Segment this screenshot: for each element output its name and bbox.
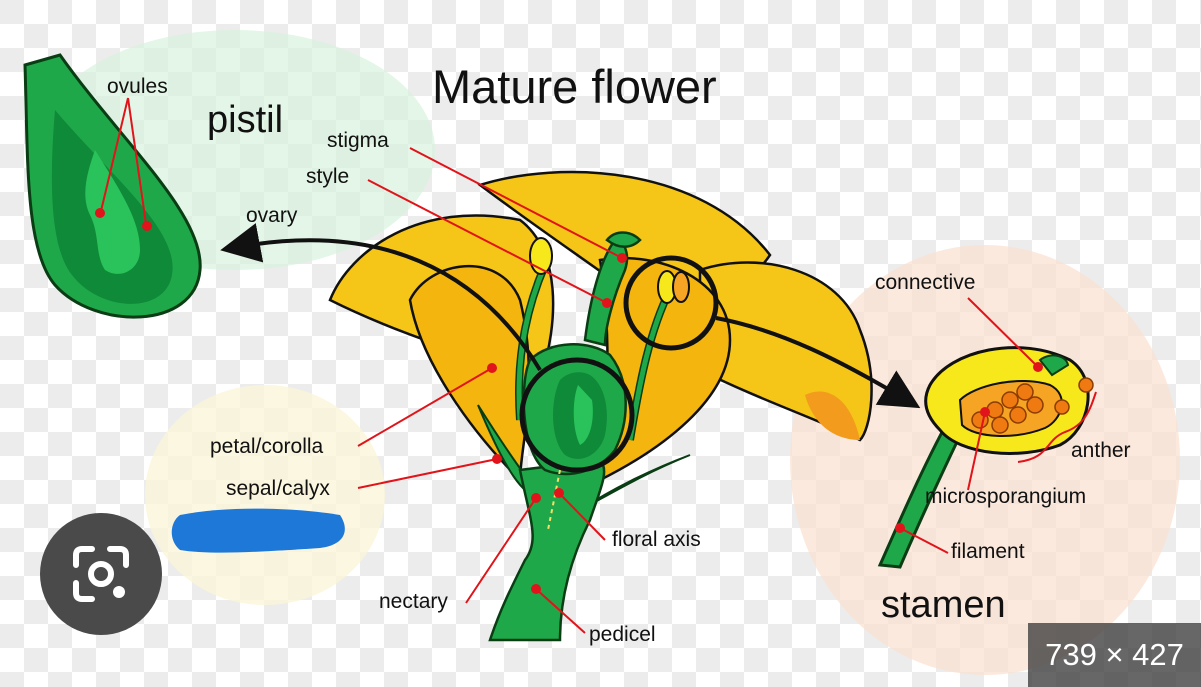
- image-dimensions-badge: 739 × 427: [1028, 623, 1201, 687]
- label-ovary: ovary: [246, 204, 298, 227]
- ovary-arrow: [220, 223, 542, 372]
- stamen-background: [790, 245, 1180, 675]
- label-petal: petal/corolla: [210, 435, 324, 458]
- redaction-scribble: [171, 508, 345, 553]
- label-nectary: nectary: [379, 590, 448, 613]
- camera-search-icon: [73, 546, 129, 602]
- label-filament: filament: [951, 540, 1025, 563]
- diagram-title: Mature flower: [432, 60, 717, 113]
- pistil-heading: pistil: [207, 99, 283, 141]
- label-microsporangium: microsporangium: [925, 485, 1086, 508]
- label-anther: anther: [1071, 439, 1131, 462]
- stamen-magnifier-circle: [623, 255, 719, 351]
- label-ovules: ovules: [107, 75, 168, 98]
- pistil-detail: [23, 53, 202, 319]
- stamen-heading: stamen: [881, 584, 1006, 626]
- label-style: style: [306, 165, 349, 188]
- ovary-magnifier-circle: [519, 357, 635, 473]
- label-stigma: stigma: [327, 129, 389, 152]
- flower-base: [477, 231, 691, 642]
- label-floral-axis: floral axis: [612, 528, 701, 551]
- google-lens-button[interactable]: [40, 513, 162, 635]
- label-connective: connective: [875, 271, 975, 294]
- stamen-arrow: [715, 316, 921, 409]
- label-sepal: sepal/calyx: [226, 477, 330, 500]
- label-pedicel: pedicel: [589, 623, 656, 646]
- pointer-lines: [357, 147, 1043, 634]
